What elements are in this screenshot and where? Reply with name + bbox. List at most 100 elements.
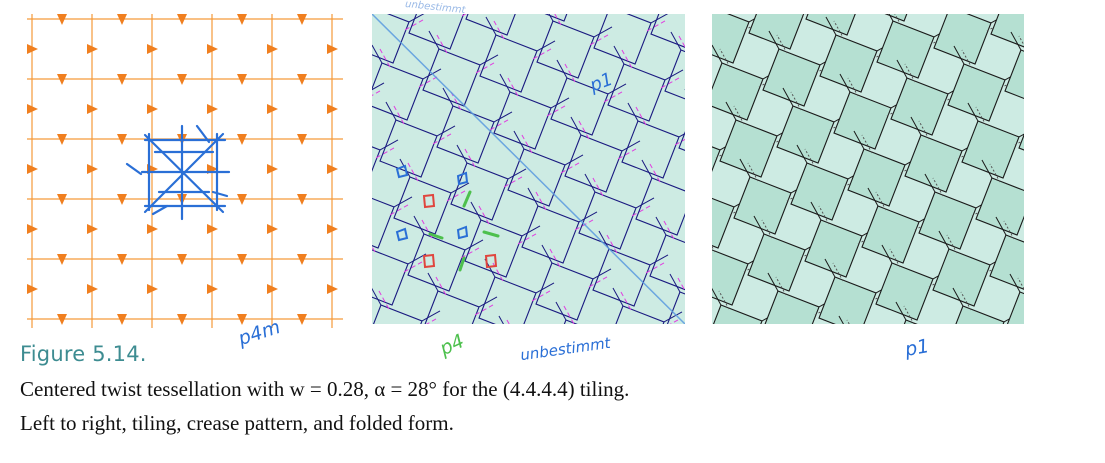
- pleat-line: [385, 101, 397, 121]
- pleat-line: [853, 130, 865, 150]
- twist-square: [976, 178, 1033, 235]
- symmetry-mark: [117, 194, 127, 205]
- twist-square: [805, 220, 862, 277]
- pleat-line: [442, 87, 454, 107]
- valley-fold: [435, 276, 447, 296]
- mirror-line-mark: [143, 132, 225, 214]
- pleat-line: [767, 272, 779, 292]
- pleat-line: [450, 182, 470, 194]
- valley-fold: [460, 247, 480, 259]
- valley-fold: [1003, 220, 1015, 240]
- mountain-fold: [606, 305, 665, 364]
- symmetry-mark: [237, 14, 247, 25]
- symmetry-mark: [237, 254, 247, 265]
- pleat-line: [593, 26, 613, 38]
- twist-square: [876, 263, 933, 320]
- symmetry-mark: [57, 134, 67, 145]
- mountain-fold: [663, 291, 722, 350]
- valley-fold: [403, 261, 423, 273]
- pleat-line: [578, 211, 598, 223]
- valley-fold: [989, 163, 1001, 183]
- crease-pattern-diagram: [280, 0, 854, 420]
- symmetry-mark: [117, 14, 127, 25]
- symmetry-mark: [207, 224, 218, 234]
- mountain-fold: [762, 48, 821, 107]
- pleat-line: [612, 287, 624, 307]
- valley-fold: [407, 162, 419, 182]
- valley-fold: [474, 304, 494, 316]
- symmetry-mark: [177, 314, 187, 325]
- pleat-line: [995, 216, 1007, 236]
- symmetry-mark: [297, 14, 307, 25]
- mountain-fold: [649, 234, 708, 293]
- valley-fold: [507, 77, 519, 97]
- pleat-line: [650, 12, 670, 24]
- valley-fold: [375, 147, 395, 159]
- pleat-line: [427, 272, 439, 292]
- valley-fold: [847, 77, 859, 97]
- symmetry-mark: [267, 284, 278, 294]
- pleat-line: [1009, 273, 1021, 293]
- symmetry-mark: [327, 284, 338, 294]
- mountain-fold: [507, 148, 566, 207]
- rotation-mark: [458, 256, 466, 272]
- twist-square: [962, 121, 1019, 178]
- twist-square: [862, 206, 919, 263]
- valley-fold: [389, 204, 409, 216]
- twist-square: [706, 63, 763, 120]
- pleat-line: [824, 258, 836, 278]
- valley-fold: [478, 205, 490, 225]
- pleat-line: [739, 158, 751, 178]
- mountain-fold: [904, 134, 963, 193]
- valley-fold: [832, 262, 844, 282]
- valley-fold: [718, 290, 730, 310]
- pleat-line: [456, 144, 468, 164]
- rotation-mark: [428, 232, 444, 240]
- symmetry-mark: [147, 44, 158, 54]
- crease-unbestimmt-note: unbestimmt: [519, 333, 612, 365]
- symmetry-mark: [117, 74, 127, 85]
- valley-fold: [903, 305, 915, 325]
- motif-mark: [422, 193, 436, 209]
- valley-fold: [563, 305, 575, 325]
- mountain-fold: [364, 304, 423, 363]
- symmetry-mark: [57, 254, 67, 265]
- mountain-fold: [875, 262, 934, 321]
- rotation-mark: [482, 230, 500, 238]
- valley-fold: [564, 63, 576, 83]
- valley-fold: [432, 133, 452, 145]
- twist-square: [890, 320, 947, 377]
- twist-square: [891, 78, 948, 135]
- twist-square: [777, 106, 834, 163]
- pleat-line: [796, 144, 808, 164]
- valley-fold: [506, 319, 518, 339]
- twist-square: [877, 21, 934, 78]
- mountain-fold: [635, 177, 694, 236]
- pleat-line: [550, 97, 570, 109]
- pleat-line: [753, 215, 765, 235]
- figure-label: Figure 5.14.: [20, 342, 147, 366]
- pleat-line: [621, 140, 641, 152]
- twist-square: [791, 163, 848, 220]
- mountain-fold: [819, 34, 878, 93]
- valley-fold: [361, 90, 381, 102]
- mirror-line-mark: [151, 204, 169, 216]
- symmetry-mark: [27, 164, 38, 174]
- valley-fold: [719, 48, 731, 68]
- pleat-line: [564, 154, 584, 166]
- valley-fold: [833, 20, 845, 40]
- symmetry-mark: [27, 44, 38, 54]
- mountain-fold: [478, 276, 537, 335]
- pleat-line: [896, 59, 908, 79]
- valley-fold: [889, 248, 901, 268]
- symmetry-mark: [117, 254, 127, 265]
- mountain-fold: [790, 162, 849, 221]
- valley-fold: [733, 105, 745, 125]
- pleat-line: [393, 196, 413, 208]
- symmetry-mark: [297, 314, 307, 325]
- valley-fold: [620, 291, 632, 311]
- mountain-fold: [621, 120, 680, 179]
- mirror-line-mark: [125, 162, 143, 176]
- mirror-line-mark: [211, 190, 229, 198]
- symmetry-mark: [207, 104, 218, 114]
